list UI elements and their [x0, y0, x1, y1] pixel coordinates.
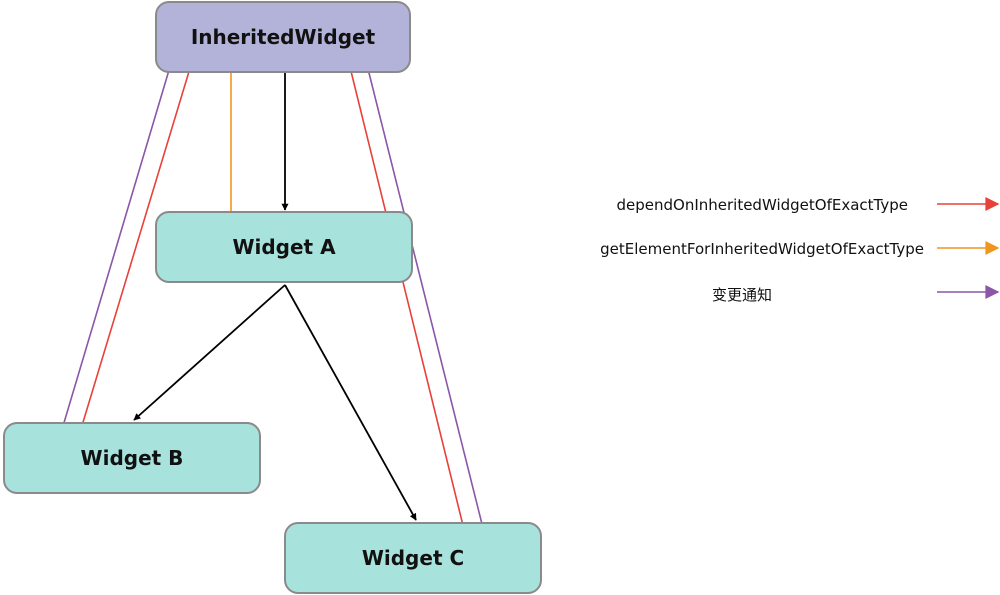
edges-layer [48, 49, 498, 574]
widget-b-node: Widget B [3, 422, 261, 494]
inherited-widget-node: InheritedWidget [155, 1, 411, 73]
legend-label-get-element: getElementForInheritedWidgetOfExactType [600, 240, 924, 258]
widget-a-node: Widget A [155, 211, 413, 283]
legend-arrows-layer [937, 197, 1000, 299]
arrow-depend-c-to-root [343, 53, 475, 571]
legend-label-depend: dependOnInheritedWidgetOfExactType [616, 196, 908, 214]
edge-a-to-c [284, 284, 417, 521]
legend-label-change-notify: 变更通知 [712, 286, 773, 304]
edge-a-to-b [133, 284, 286, 421]
arrow-notify-root-to-c [364, 56, 498, 574]
arrow-depend-b-to-root [70, 53, 198, 463]
arrow-notify-root-to-b [48, 49, 176, 465]
widget-c-node: Widget C [284, 522, 542, 594]
